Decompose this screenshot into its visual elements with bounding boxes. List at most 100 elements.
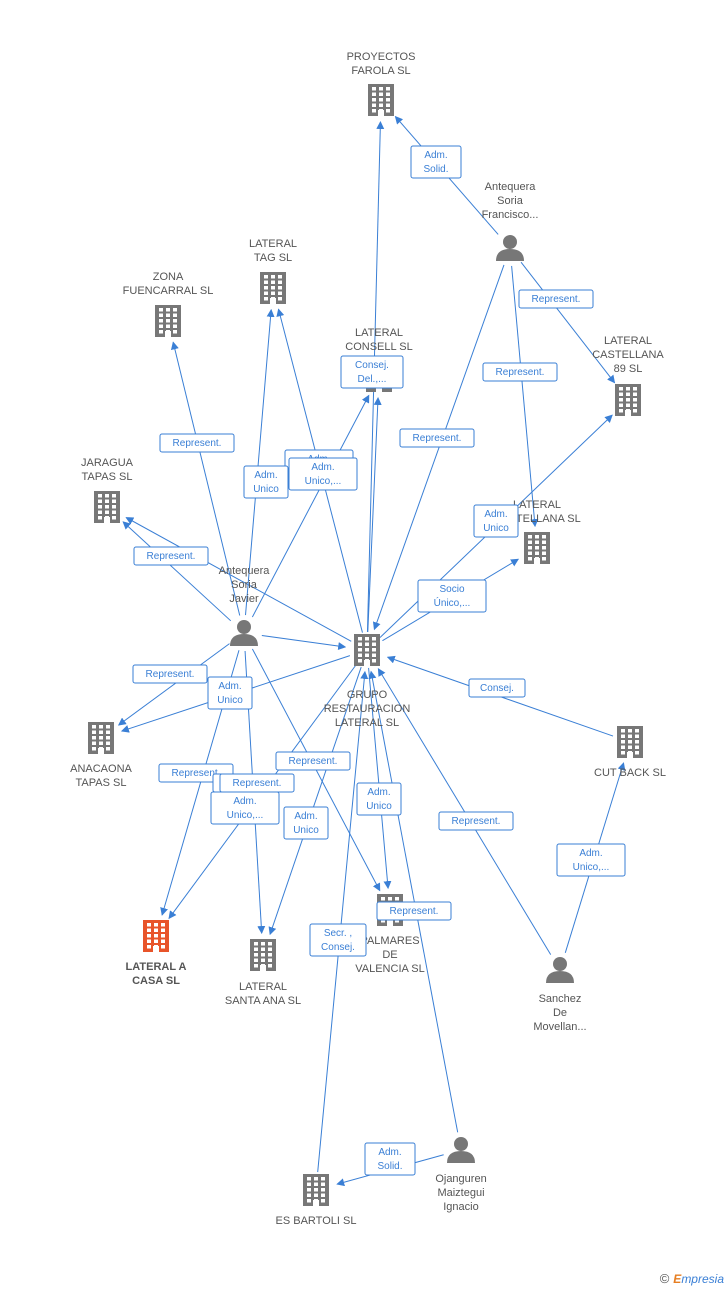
edge-label[interactable]: Represent. [275, 751, 351, 771]
edge-label-text: Represent. [289, 756, 338, 767]
edge-grupo_restauracion-to-palmares_valencia [368, 667, 392, 890]
edge-label-text: Adm. [579, 848, 602, 859]
node-label: Javier [229, 593, 259, 605]
edge-label[interactable]: Secr. ,Consej. [309, 923, 367, 957]
edge-label[interactable]: Adm. Solid. [364, 1142, 416, 1176]
edge-antequera_javier-to-jaragua_tapas [122, 521, 232, 622]
node-label: Soria [497, 195, 524, 207]
node-label: Maiztegui [437, 1187, 484, 1199]
building-icon [250, 939, 276, 971]
node-antequera-soria[interactable]: AntequeraSoriaFrancisco... [482, 181, 539, 261]
edge-label[interactable]: Represent. [438, 811, 514, 831]
edge-label[interactable]: Adm.Unico [243, 465, 289, 499]
edge-label-box [207, 676, 253, 710]
edge-label[interactable]: SocioÚnico,... [417, 579, 487, 613]
edge-label-text: Adm. [233, 796, 256, 807]
edge-label-text: Unico [293, 825, 319, 836]
edge-label-text: Adm. [378, 1147, 401, 1158]
edge-label-text: Unico,... [573, 862, 610, 873]
edge-label-box [468, 678, 526, 698]
edge-label[interactable]: Represent. [482, 362, 558, 382]
node-label: Soria [231, 579, 258, 591]
node-label: GRUPO [347, 689, 388, 701]
node-label: ZONA [153, 271, 184, 283]
edge-label-text: Represent. [146, 669, 195, 680]
node-label: ANACAONA [70, 763, 132, 775]
edge-label[interactable]: Represent. [399, 428, 475, 448]
edge-label-box [340, 355, 404, 389]
building-icon [617, 726, 643, 758]
node-sanchez-movellan[interactable]: SanchezDeMovellan... [533, 957, 587, 1033]
edge-label-text: Adm. [218, 681, 241, 692]
node-label: PROYECTOS [347, 51, 416, 63]
node-es-bartoli[interactable]: ES BARTOLI SL [276, 1174, 357, 1227]
edge-label-text: Consej. [321, 942, 355, 953]
edge-label-box [376, 901, 452, 921]
node-zona-fuencarral[interactable]: ZONA FUENCARRAL SL [123, 271, 214, 337]
edge-label-text: Unico [217, 695, 243, 706]
node-label: Movellan... [533, 1021, 586, 1033]
footer-brand[interactable]: ©Empresia [660, 1271, 724, 1286]
edge-label-text: Adm. [311, 462, 334, 473]
edge-label[interactable]: Represent. [376, 901, 452, 921]
edge-label-box [482, 362, 558, 382]
edge-label-text: Solid. [377, 1161, 402, 1172]
edge-label-text: Único,... [434, 596, 471, 609]
edge-label[interactable]: Adm.Unico [356, 782, 402, 816]
node-cut-back[interactable]: CUT BACK SL [594, 726, 666, 779]
node-label: RESTAURACION [324, 703, 411, 715]
edge-label[interactable]: Represent. [159, 433, 235, 453]
edge-label[interactable]: Adm.Unico [473, 504, 519, 538]
edge-label[interactable]: Represent. [132, 664, 208, 684]
node-anacaona-tapas[interactable]: ANACAONA TAPAS SL [70, 722, 133, 789]
edge-label-text: Adm. [367, 787, 390, 798]
node-label: PALMARES [360, 935, 419, 947]
building-icon [88, 722, 114, 754]
edge-label-box [438, 811, 514, 831]
person-icon [496, 235, 524, 261]
edge-label[interactable]: Consej. [468, 678, 526, 698]
edge-label[interactable]: Represent. [133, 546, 209, 566]
node-label: FUENCARRAL SL [123, 285, 214, 297]
edge-label[interactable]: Represent. [219, 773, 295, 793]
edge-grupo_restauracion-to-lateral_santa_ana [268, 666, 362, 936]
node-label: TAPAS SL [76, 777, 127, 789]
edge-label[interactable]: Adm. Unico,... [556, 843, 626, 877]
edge-label[interactable]: Adm.Unico,... [210, 791, 280, 825]
person-icon [546, 957, 574, 983]
edge-antequera_javier-to-lateral_consell [251, 394, 370, 618]
edge-label-box [283, 806, 329, 840]
edge-label-box [364, 1142, 416, 1176]
building-icon [94, 491, 120, 523]
edge-label-box [399, 428, 475, 448]
node-label: Ojanguren [435, 1173, 486, 1185]
edge-label[interactable]: Represent. [518, 289, 594, 309]
edge-antequera_soria-to-lateral_castellana [511, 265, 539, 528]
edge-label[interactable]: Adm.Unico,... [288, 457, 358, 491]
node-label: LATERAL A [126, 961, 187, 973]
edge-label[interactable]: Adm. Unico [207, 676, 253, 710]
edge-label-box [417, 579, 487, 613]
edge-label-text: Represent. [147, 551, 196, 562]
edge-label[interactable]: Adm.Unico [283, 806, 329, 840]
edge-label-text: Represent. [173, 438, 222, 449]
edge-label[interactable]: Consej.Del.,... [340, 355, 404, 389]
edge-label-box [159, 433, 235, 453]
edge-label-text: Represent. [496, 367, 545, 378]
edge-label-box [556, 843, 626, 877]
edge-label-text: Represent. [413, 433, 462, 444]
edge-label[interactable]: Adm.Solid. [410, 145, 462, 179]
building-icon [143, 920, 169, 952]
node-label: ES BARTOLI SL [276, 1215, 357, 1227]
edge-label-text: Represent. [390, 906, 439, 917]
